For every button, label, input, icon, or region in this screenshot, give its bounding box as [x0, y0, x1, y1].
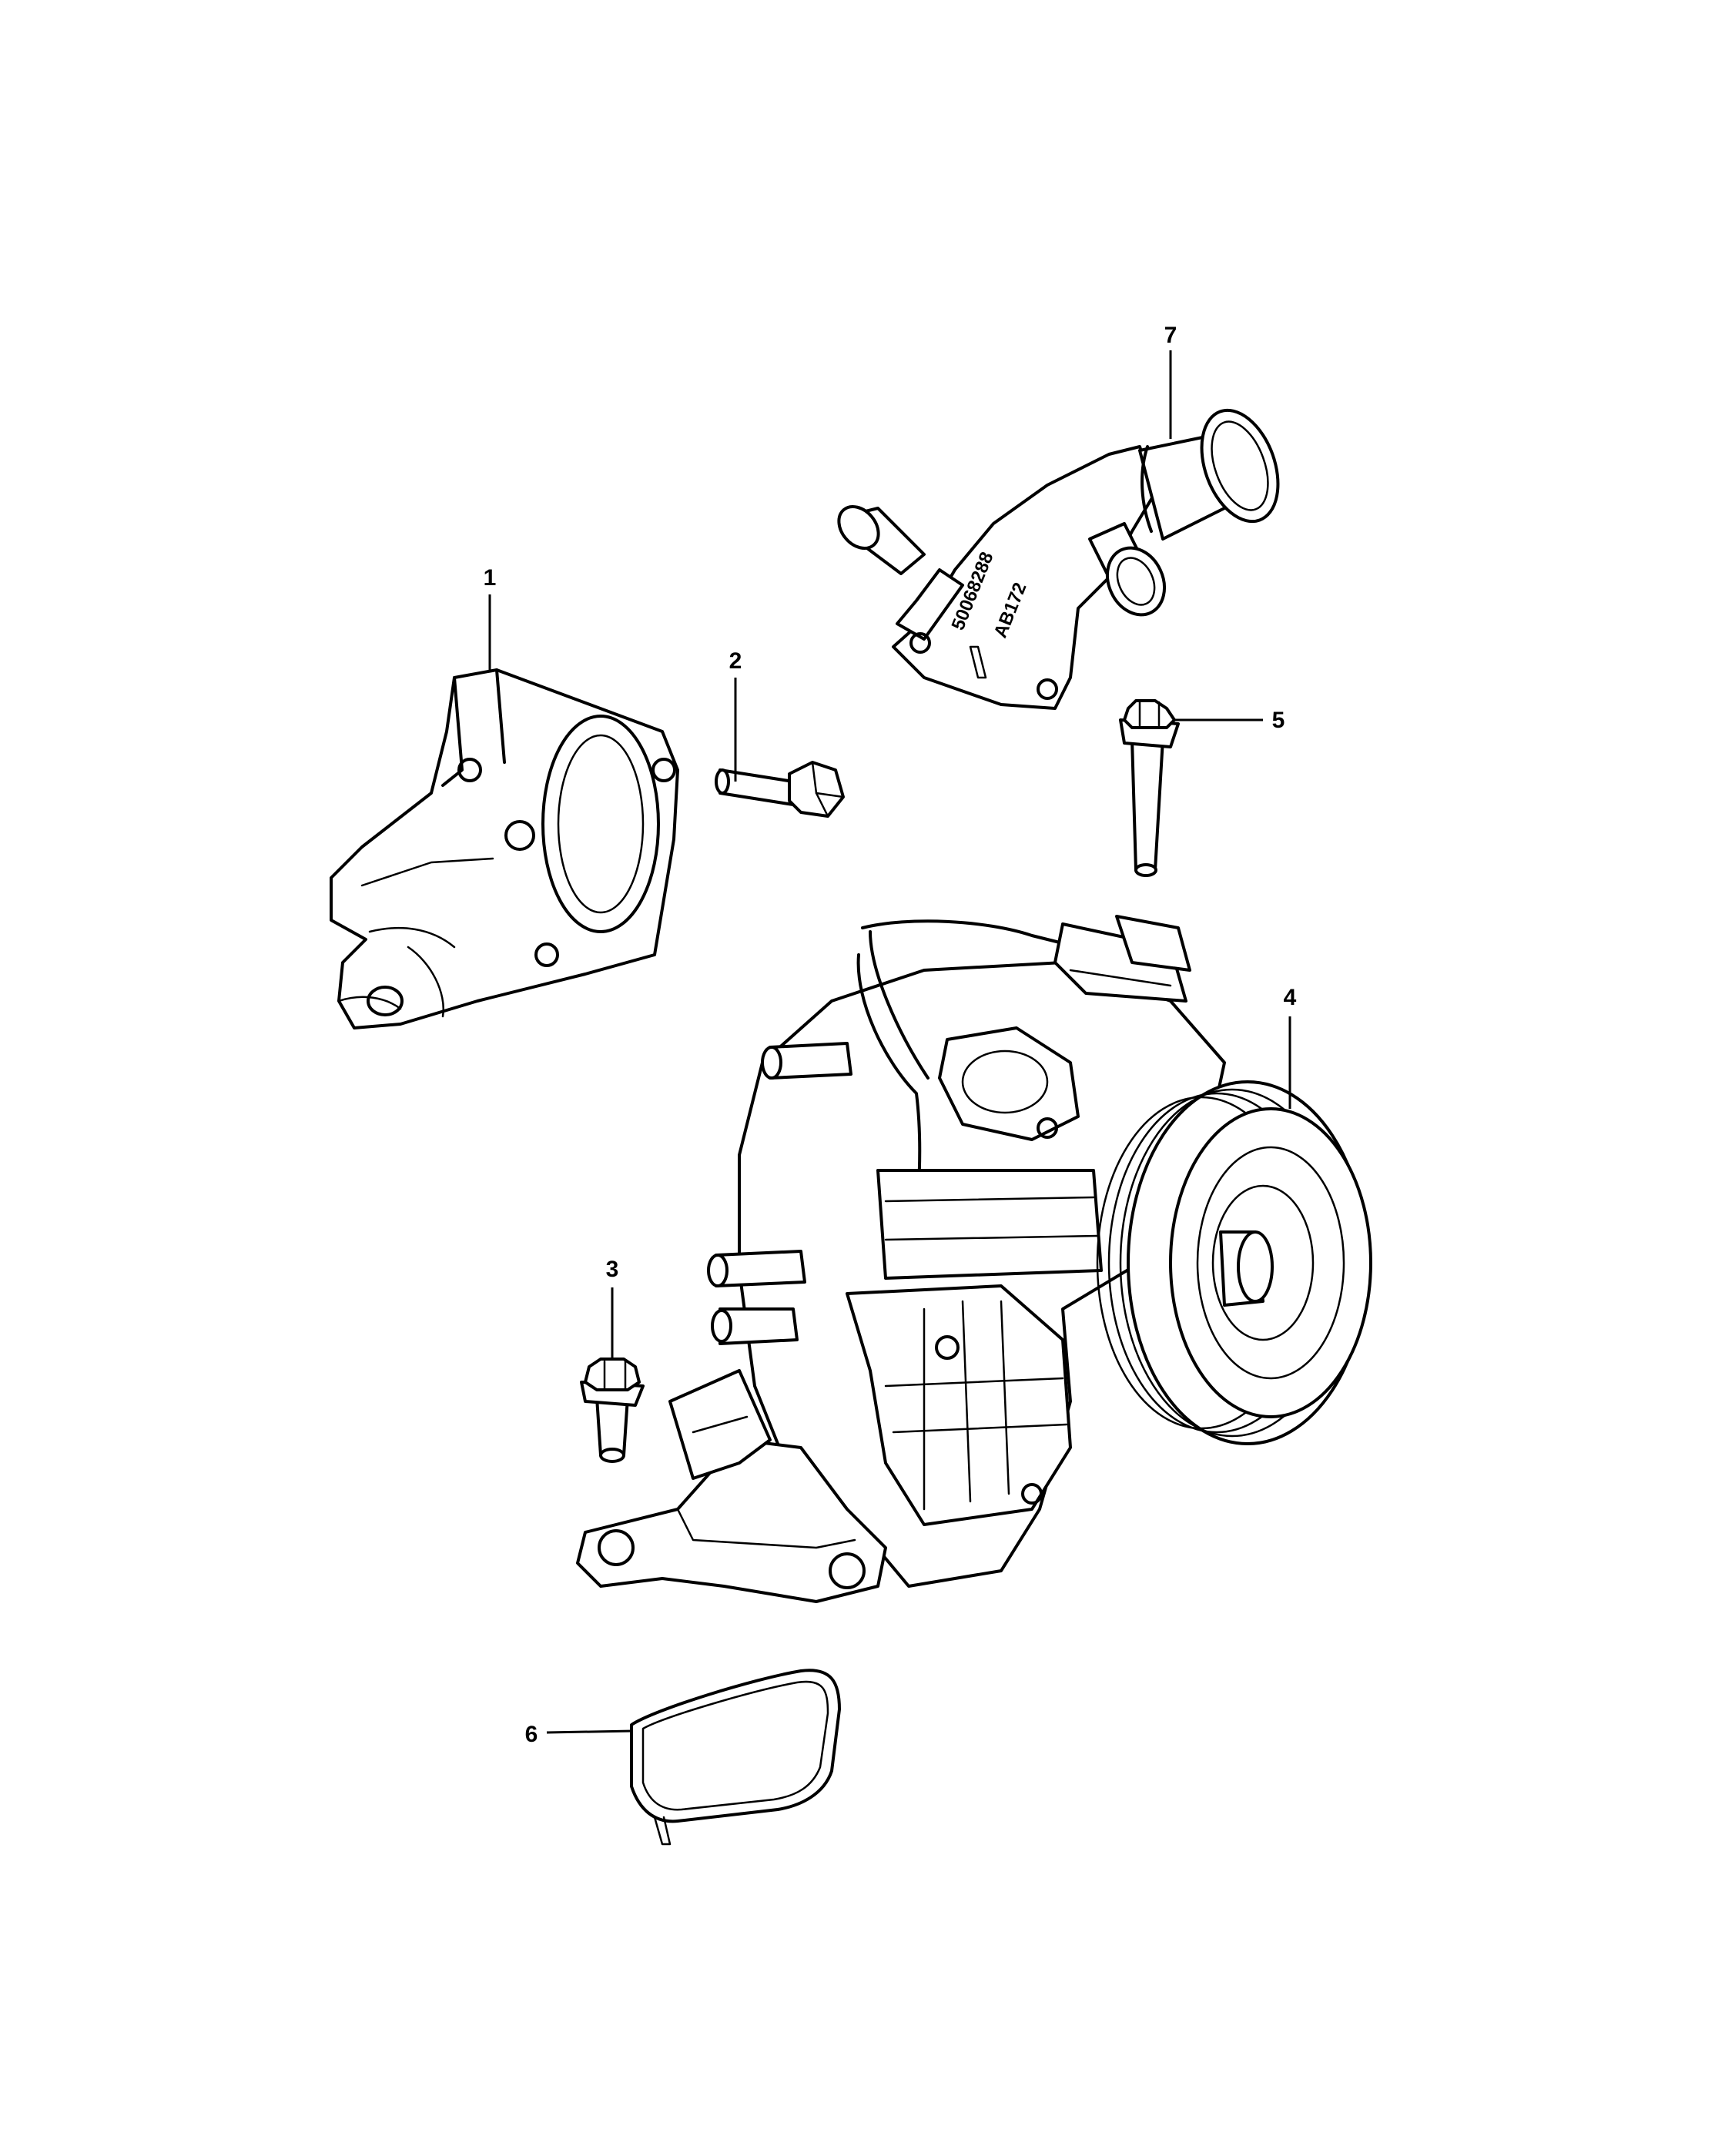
part-1-thermostat-housing [330, 668, 679, 1029]
callout-1: 1 [484, 565, 497, 591]
part-7-coolant-outlet: 50068288 AB172 [837, 408, 1280, 710]
callout-6: 6 [525, 1722, 538, 1747]
part-3-bolt [580, 1358, 645, 1463]
callout-5: 5 [1272, 708, 1285, 733]
callout-3: 3 [606, 1257, 619, 1282]
part-6-gasket [630, 1669, 841, 1846]
callout-2: 2 [729, 648, 742, 674]
part-5-bolt [1119, 699, 1180, 877]
part-4-water-pump-assembly [576, 915, 1372, 1603]
callout-7: 7 [1164, 323, 1177, 348]
callout-4: 4 [1284, 985, 1297, 1010]
part-2-bolt [715, 761, 845, 818]
